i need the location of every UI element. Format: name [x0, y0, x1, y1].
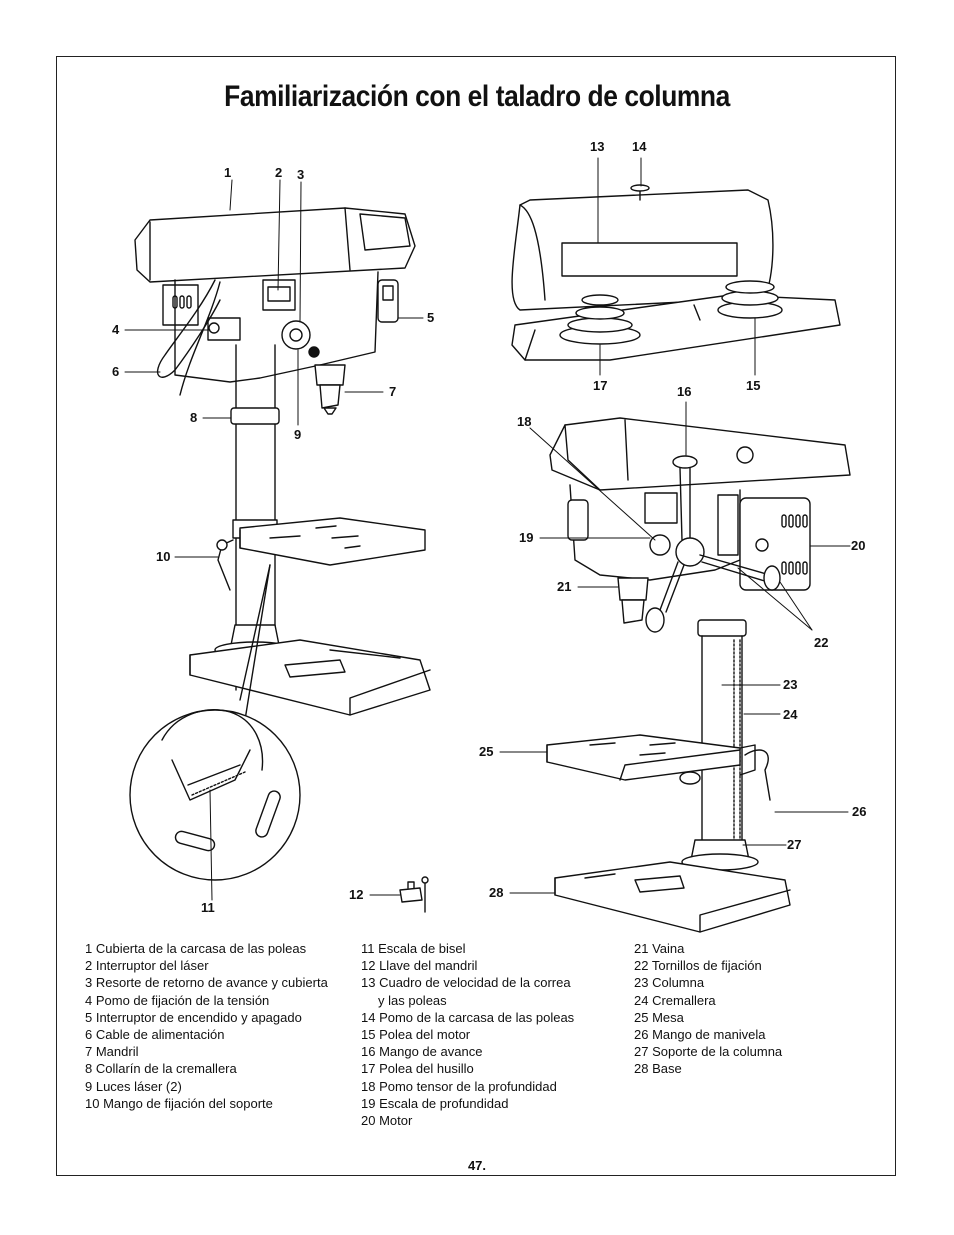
callout-19: 19: [519, 530, 533, 545]
callout-14: 14: [632, 139, 647, 154]
callout-18: 18: [517, 414, 531, 429]
callout-27: 27: [787, 837, 801, 852]
callout-20: 20: [851, 538, 865, 553]
legend-item: 25 Mesa: [634, 1009, 684, 1025]
legend-item: 14 Pomo de la carcasa de las poleas: [361, 1009, 575, 1025]
callout-16: 16: [677, 384, 691, 399]
legend-item: 26 Mango de manivela: [634, 1027, 766, 1043]
legend-item: 17 Polea del husillo: [361, 1061, 474, 1077]
callout-21: 21: [557, 579, 571, 594]
callout-28: 28: [489, 885, 503, 900]
callout-7: 7: [389, 384, 396, 399]
callout-10: 10: [156, 549, 170, 564]
legend-item: 18 Pomo tensor de la profundidad: [361, 1078, 557, 1094]
callout-24: 24: [783, 707, 798, 722]
legend-item: 21 Vaina: [634, 941, 685, 956]
callout-11: 11: [201, 900, 215, 915]
callout-13: 13: [590, 139, 604, 154]
callout-8: 8: [190, 410, 197, 425]
legend-item: 27 Soporte de la columna: [634, 1044, 783, 1060]
legend-item: 7 Mandril: [85, 1044, 139, 1060]
callout-1: 1: [224, 165, 231, 180]
side-view-drill-press: [546, 417, 851, 933]
legend-item-continuation: y las poleas: [378, 992, 447, 1008]
legend-item: 19 Escala de profundidad: [361, 1095, 509, 1111]
legend-item: 4 Pomo de fijación de la tensión: [85, 992, 270, 1008]
legend-column-3: 21 Vaina 22 Tornillos de fijación 23 Col…: [634, 940, 782, 1078]
legend-item: 20 Motor: [361, 1113, 413, 1129]
legend-item: 1 Cubierta de la carcasa de las poleas: [85, 941, 307, 956]
legend-item: 23 Columna: [634, 975, 705, 991]
legend-item: 16 Mango de avance: [361, 1044, 483, 1060]
callout-3: 3: [297, 167, 304, 182]
legend-item: 24 Cremallera: [634, 992, 716, 1008]
legend-item: 2 Interruptor del láser: [85, 958, 209, 974]
legend-item: 10 Mango de fijación del soporte: [85, 1095, 273, 1111]
callout-17: 17: [593, 378, 607, 393]
callout-12: 12: [349, 887, 363, 902]
legend-column-2: 11 Escala de bisel 12 Llave del mandril …: [361, 940, 574, 1129]
legend-item: 8 Collarín de la cremallera: [85, 1061, 237, 1077]
chuck-key-illustration: [399, 876, 429, 913]
callout-5: 5: [427, 310, 434, 325]
legend-column-1: 1 Cubierta de la carcasa de las poleas 2…: [85, 940, 328, 1112]
page-title: Familiarización con el taladro de column…: [224, 80, 730, 113]
legend-item: 9 Luces láser (2): [85, 1078, 182, 1094]
callout-26: 26: [852, 804, 866, 819]
legend-item: 11 Escala de bisel: [361, 941, 466, 956]
legend-item: 22 Tornillos de fijación: [634, 958, 762, 974]
callout-23: 23: [783, 677, 797, 692]
callout-2: 2: [275, 165, 282, 180]
callout-9: 9: [294, 427, 301, 442]
page-number: 47.: [467, 1158, 487, 1173]
page-frame: [56, 56, 896, 1176]
callout-22: 22: [814, 635, 828, 650]
callout-4: 4: [112, 322, 120, 337]
pulley-view: [511, 184, 841, 361]
callout-25: 25: [479, 744, 493, 759]
callout-numbers: 1 2 3 4 5 6 7 8 9 10 11 12 13 14 15 16 1…: [112, 139, 866, 915]
legend-item: 5 Interruptor de encendido y apagado: [85, 1009, 302, 1025]
legend-item: 6 Cable de alimentación: [85, 1027, 225, 1043]
legend-item: 12 Llave del mandril: [361, 958, 478, 974]
callout-15: 15: [746, 378, 760, 393]
bevel-scale-zoom: [129, 564, 301, 881]
legend-item: 3 Resorte de retorno de avance y cubiert…: [85, 975, 328, 991]
front-view-drill-press: [134, 207, 431, 716]
leader-lines: [124, 157, 851, 901]
legend-item: 28 Base: [634, 1061, 682, 1077]
callout-6: 6: [112, 364, 119, 379]
legend-item: 15 Polea del motor: [361, 1027, 471, 1043]
legend-item: 13 Cuadro de velocidad de la correa: [361, 975, 571, 991]
